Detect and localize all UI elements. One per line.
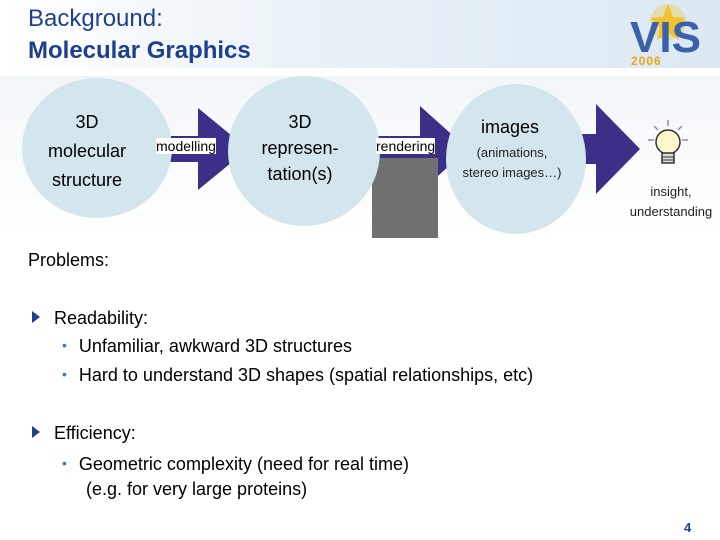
slide-subtitle: Molecular Graphics (28, 37, 251, 64)
modelling-label: modelling (156, 138, 216, 154)
logo-year: 2006 (631, 54, 662, 68)
bullet-efficiency: Efficiency: (32, 423, 136, 444)
step3-sub-line1: (animations, (476, 145, 548, 160)
step1-line1: 3D (75, 112, 99, 132)
sub-bullet-text: Hard to understand 3D shapes (spatial re… (78, 365, 534, 385)
sub-bullet-geometric: • Geometric complexity (need for real tim… (62, 452, 409, 501)
result-line2: understanding (629, 204, 713, 219)
circle-representation (228, 76, 380, 226)
header-band (0, 0, 720, 68)
vis-logo: VIS (630, 4, 701, 62)
step2-line1: 3D (288, 112, 312, 132)
step3-title: images (480, 117, 540, 137)
step3-subtitle: (animations, stereo images…) (452, 143, 572, 183)
step2-line2: represen- (261, 138, 339, 158)
triangle-bullet-icon (32, 426, 40, 439)
result-label: insight, understanding (622, 182, 720, 222)
dot-bullet-icon: • (62, 366, 67, 382)
logo-star (650, 4, 686, 40)
logo-letters: VIS (630, 13, 701, 62)
efficiency-title: Efficiency: (54, 423, 136, 443)
step1-line2: molecular (47, 141, 127, 161)
step2-label: 3D represen- tation(s) (248, 109, 352, 187)
result-line1: insight, (650, 184, 692, 199)
page-number: 4 (684, 520, 692, 535)
lightbulb-icon (648, 120, 688, 164)
rendering-label: rendering (376, 138, 436, 154)
triangle-bullet-icon (32, 311, 40, 324)
rendering-stem (372, 158, 438, 238)
circle-molecular-structure (22, 78, 172, 218)
arrow-result (560, 104, 640, 194)
step1-label: 3D molecular structure (34, 108, 140, 195)
readability-title: Readability: (54, 308, 149, 328)
slide-title: Background: (28, 5, 163, 32)
dot-bullet-icon: • (62, 455, 67, 471)
sub-bullet-text: Unfamiliar, awkward 3D structures (78, 336, 352, 356)
sub-bullet-continuation: (e.g. for very large proteins) (86, 479, 308, 499)
dot-bullet-icon: • (62, 337, 67, 353)
problems-heading: Problems: (28, 250, 110, 270)
step3-sub-line2: stereo images…) (462, 165, 562, 180)
sub-bullet-text: Geometric complexity (need for real time… (78, 454, 410, 474)
bullet-readability: Readability: (32, 308, 148, 329)
step1-line3: structure (51, 170, 123, 190)
sub-bullet-unfamiliar: • Unfamiliar, awkward 3D structures (62, 336, 352, 357)
circle-images (446, 84, 586, 234)
step2-line3: tation(s) (267, 164, 333, 184)
sub-bullet-hard-to-understand: • Hard to understand 3D shapes (spatial r… (62, 365, 533, 386)
